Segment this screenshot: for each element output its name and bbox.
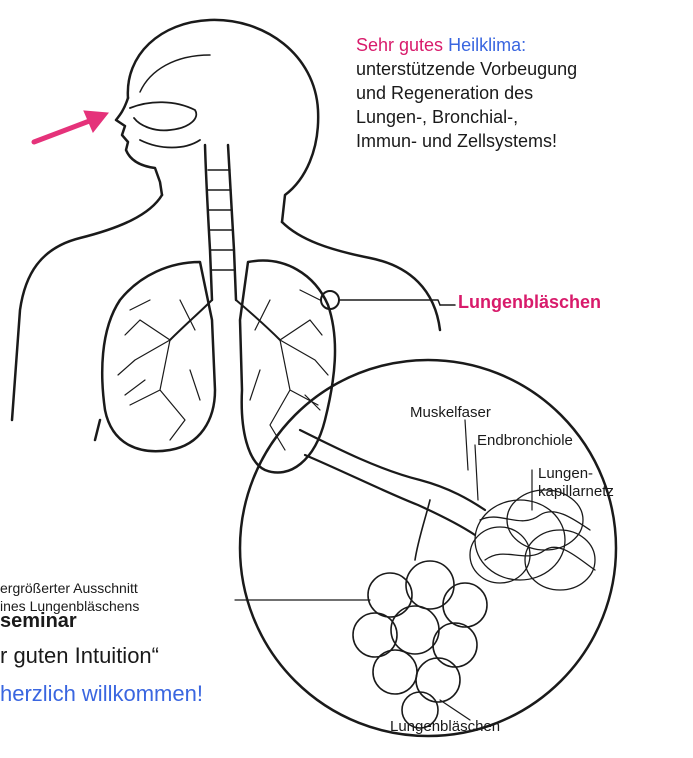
info-line-4: Immun- und Zellsystems! bbox=[356, 129, 577, 153]
label-muscle-fiber: Muskelfaser bbox=[410, 404, 491, 421]
label-capillary-2: kapillarnetz bbox=[538, 483, 614, 500]
info-heading: Sehr gutes Heilklima: bbox=[356, 33, 577, 57]
arrow-right-icon bbox=[34, 111, 108, 142]
left-lung bbox=[102, 262, 215, 451]
label-enlarged-1: ergrößerter Ausschnitt bbox=[0, 580, 138, 596]
trachea bbox=[205, 145, 212, 300]
info-heading-blue: Heilklima: bbox=[448, 35, 526, 55]
alveoli-leader-line bbox=[339, 300, 440, 305]
alveoli-cluster bbox=[353, 500, 487, 728]
seminar-text: seminar bbox=[0, 610, 77, 633]
label-capillary-1: Lungen- bbox=[538, 465, 593, 482]
label-alveoli-main: Lungenbläschen bbox=[458, 292, 601, 313]
welcome-text: herzlich willkommen! bbox=[0, 681, 203, 707]
face-profile bbox=[116, 98, 162, 195]
label-terminal-bronchiole: Endbronchiole bbox=[477, 432, 573, 449]
head-outline bbox=[128, 20, 318, 222]
info-heading-magenta: Sehr gutes bbox=[356, 35, 443, 55]
info-line-3: Lungen-, Bronchial-, bbox=[356, 105, 577, 129]
info-line-1: unterstützende Vorbeugung bbox=[356, 57, 577, 81]
info-box: Sehr gutes Heilklima: unterstützende Vor… bbox=[356, 33, 577, 153]
torso-outline bbox=[12, 195, 162, 420]
intuition-text: r guten Intuition“ bbox=[0, 643, 159, 669]
label-alveoli-detail: Lungenbläschen bbox=[390, 718, 500, 735]
info-line-2: und Regeneration des bbox=[356, 81, 577, 105]
